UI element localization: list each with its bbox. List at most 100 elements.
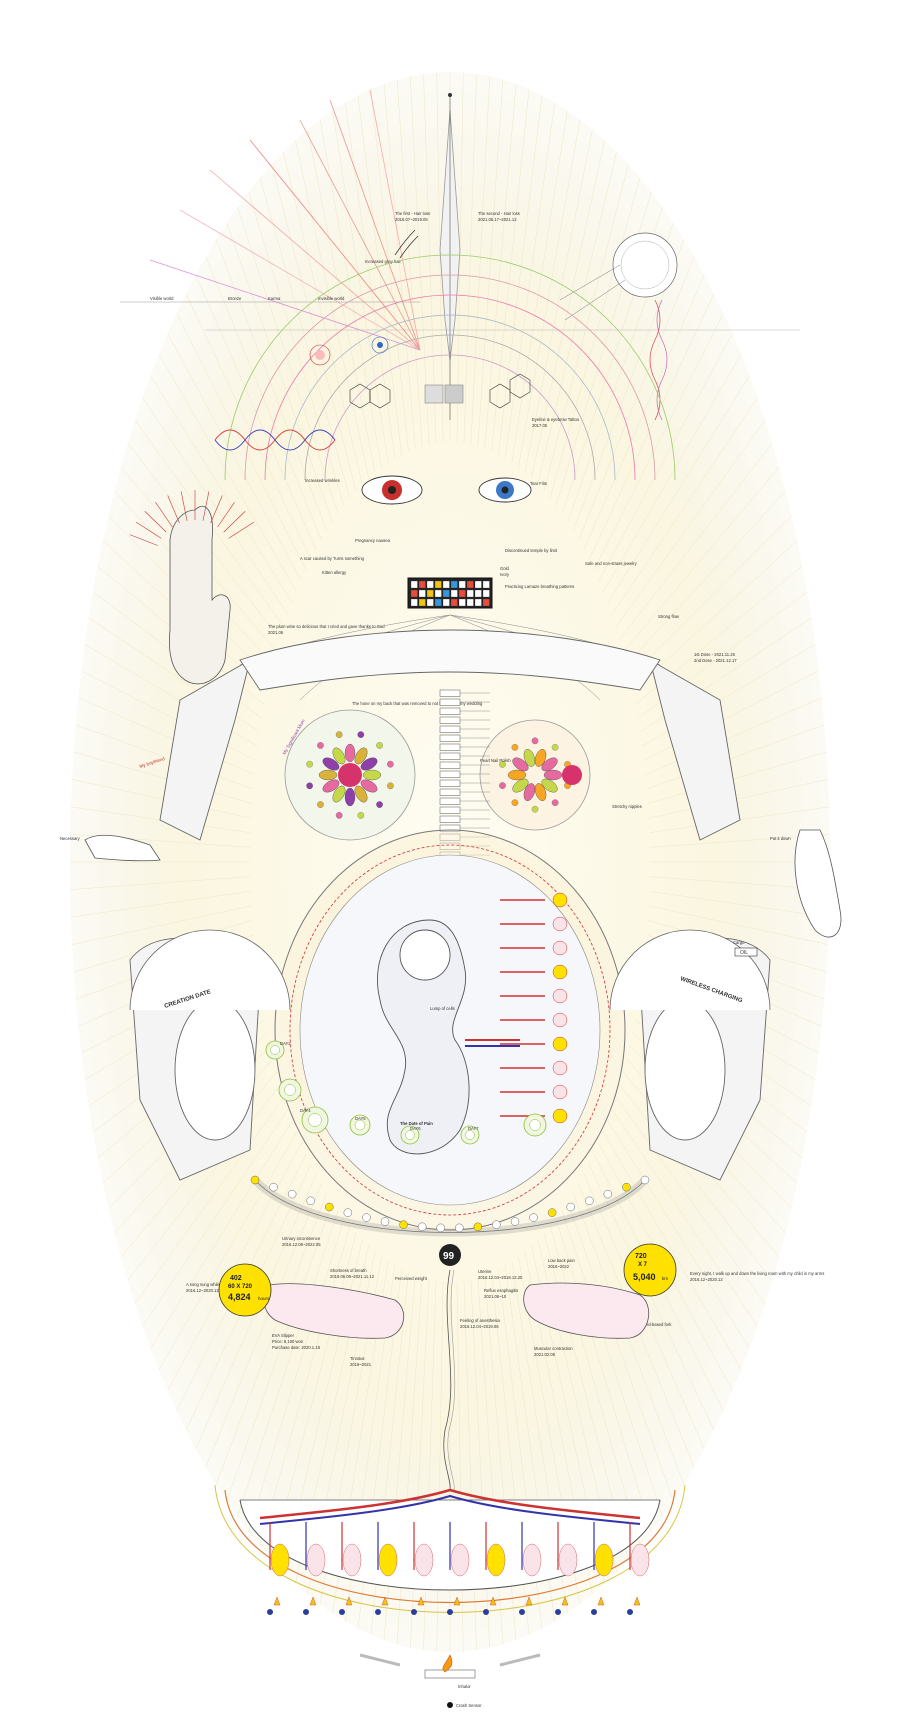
- petal-dot: [376, 742, 383, 749]
- weight-gauge: 99 Perceived weight Uterine 2016.12.04~2…: [395, 1244, 523, 1281]
- placenta-villus: [450, 1543, 470, 1577]
- aura-ray: [463, 73, 477, 444]
- aura-ray: [593, 313, 724, 571]
- villus: [552, 940, 568, 956]
- inhalor-label: Inhalor: [458, 1684, 471, 1689]
- right-mult-value: X 7: [638, 1262, 648, 1268]
- aura-ray: [648, 905, 828, 945]
- aura-ray: [158, 354, 298, 593]
- placenta-dot: [591, 1609, 597, 1615]
- right-hand: Put it down: [770, 829, 842, 938]
- intestine-bead: [455, 1223, 464, 1233]
- hand-ray: [167, 495, 180, 524]
- aura-ray: [615, 1096, 766, 1304]
- petal-dot: [387, 760, 394, 768]
- key: [474, 580, 482, 589]
- second-hair-loss-label: The second - Hair loss: [478, 211, 520, 216]
- key: [458, 580, 466, 589]
- aura-ray: [649, 891, 830, 918]
- placenta-villus: [414, 1543, 434, 1577]
- placenta-arrow: [525, 1596, 533, 1606]
- aura-ray: [73, 751, 253, 804]
- petal: [362, 769, 382, 781]
- placenta-arrow: [417, 1596, 425, 1606]
- aura-ray: [647, 751, 827, 804]
- looseness-label: Shortness of breath: [330, 1268, 367, 1273]
- hand-ray: [223, 511, 246, 533]
- placenta-villus: [342, 1543, 362, 1577]
- vertebra: [439, 806, 461, 814]
- aura-ray: [70, 891, 251, 918]
- hand-ray: [228, 521, 255, 539]
- vertebra: [439, 779, 461, 787]
- petal-dot: [357, 731, 365, 738]
- key: [442, 598, 450, 607]
- placenta-villus: [522, 1543, 542, 1577]
- hand-ray: [129, 534, 158, 546]
- put-it-down-label: Put it down: [770, 836, 791, 841]
- aura-ray: [436, 72, 444, 443]
- discontinued-temple-label: Discontinued temple by limit: [505, 548, 558, 553]
- key: [410, 580, 418, 589]
- key: [434, 589, 442, 598]
- intestine-bead: [269, 1182, 278, 1192]
- placenta-bowl: [214, 1484, 686, 1615]
- mind-fork-label: My fickle mind-based fork: [624, 1322, 672, 1327]
- placenta-villus: [306, 1543, 326, 1577]
- placenta-dot: [303, 1609, 309, 1615]
- villus: [552, 988, 568, 1004]
- petal-dot: [357, 812, 365, 819]
- every-night-label: Every night, I walk up and down the livi…: [690, 1271, 824, 1276]
- petal: [354, 785, 368, 803]
- aura-ray: [259, 177, 351, 499]
- placenta-villus: [558, 1543, 578, 1577]
- aura-ray: [567, 1201, 674, 1502]
- plum-wine-date: 2021.06: [268, 630, 284, 635]
- aura-ray: [307, 129, 376, 473]
- pregnancy-nausea-label: Pregnancy nausea: [355, 538, 391, 543]
- key: [482, 589, 490, 598]
- petal: [507, 769, 527, 781]
- wrinkles-label: Increased wrinkles: [305, 478, 340, 483]
- villus: [552, 964, 568, 980]
- every-night-date: 2016.12~2020.12: [690, 1277, 723, 1282]
- aura-ray: [477, 79, 504, 447]
- intestine-bead: [547, 1208, 557, 1217]
- vertebra: [439, 770, 461, 778]
- molecule-diagrams: [309, 336, 531, 409]
- aura-ray: [537, 151, 617, 485]
- key: [450, 580, 458, 589]
- left-breast: The hone on my back that was removed to …: [284, 701, 483, 841]
- perceived-weight-label: Perceived weight: [395, 1276, 428, 1281]
- vertebra: [439, 698, 461, 706]
- key: [474, 598, 482, 607]
- nail-polish-label: Pearl Nail Polish: [480, 758, 511, 763]
- aura-ray: [555, 1218, 652, 1533]
- intestine-bead: [325, 1202, 334, 1212]
- spectrum-rays: [149, 89, 421, 351]
- aura-ray: [226, 1201, 333, 1502]
- hand-ray: [202, 491, 210, 521]
- vertebra: [439, 716, 461, 724]
- hair-loss-labels: The first - Hair loss 2016.07~2019.05 Th…: [365, 211, 520, 264]
- placenta-arrow: [489, 1596, 497, 1606]
- placenta-dot: [483, 1609, 489, 1615]
- aura-ray: [167, 333, 302, 582]
- petal: [318, 769, 338, 781]
- reflux-date: 2021.06~10: [484, 1294, 507, 1299]
- dna-helix: [214, 429, 336, 451]
- hand-ray: [210, 495, 223, 524]
- aura-ray: [271, 164, 357, 492]
- key: [466, 580, 474, 589]
- aura-ray: [645, 697, 822, 775]
- petal-dot: [335, 812, 343, 819]
- key: [418, 580, 426, 589]
- crash-sensor-label: Crash Sensor: [456, 1703, 482, 1708]
- day-circle-inner: [308, 1113, 322, 1127]
- aura-ray: [283, 151, 363, 485]
- aura-ray: [484, 83, 517, 449]
- aura-ray: [205, 1183, 322, 1468]
- key: [410, 589, 418, 598]
- left-total-value: 4,824: [228, 1292, 251, 1302]
